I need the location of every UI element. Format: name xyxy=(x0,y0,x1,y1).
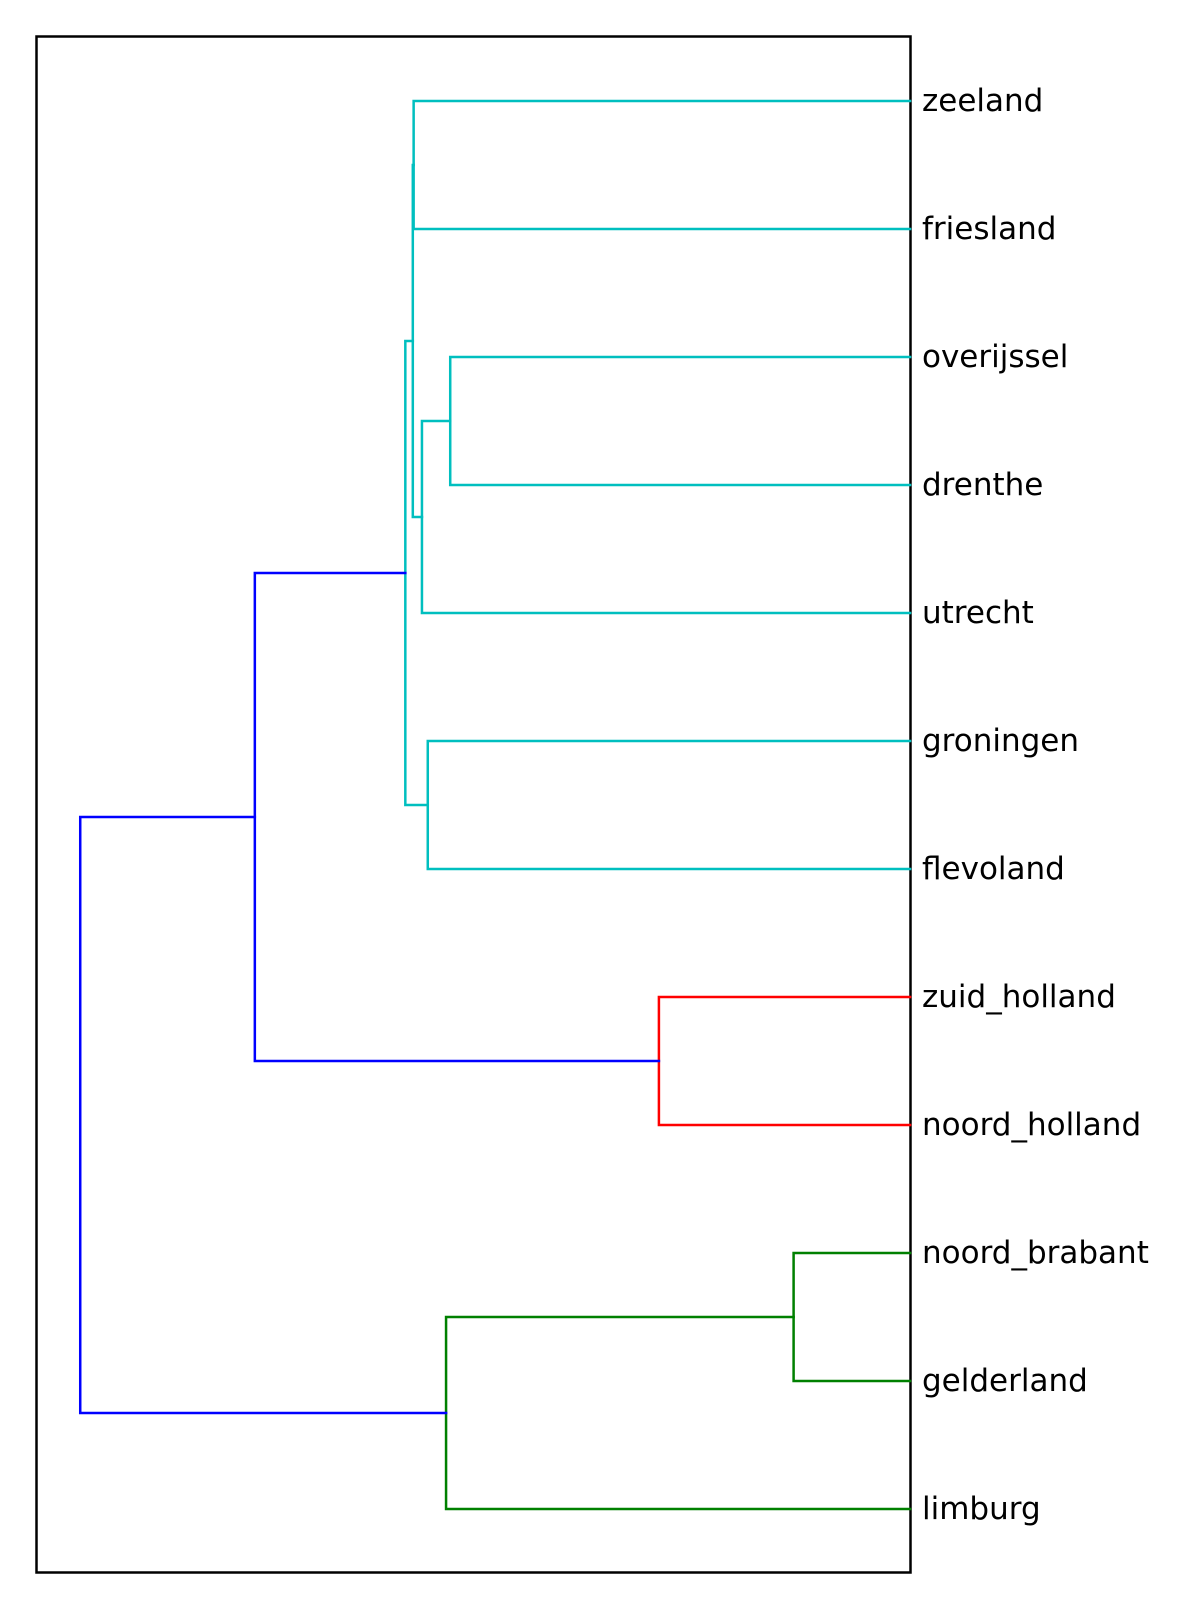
leaf-label-noord-holland: noord_holland xyxy=(922,1107,1141,1143)
plot-frame xyxy=(35,35,912,1574)
merge-link-2 xyxy=(420,419,912,615)
merge-link-5 xyxy=(404,339,430,807)
leaf-label-friesland: friesland xyxy=(922,211,1056,247)
merge-link-0 xyxy=(448,355,912,487)
merge-link-6 xyxy=(657,995,912,1127)
merge-link-9 xyxy=(253,571,661,1063)
merge-link-3 xyxy=(412,99,912,231)
leaf-label-drenthe: drenthe xyxy=(922,467,1043,503)
leaf-label-zeeland: zeeland xyxy=(922,83,1043,119)
dendrogram-links xyxy=(78,99,912,1511)
leaf-label-flevoland: flevoland xyxy=(922,851,1065,887)
leaf-label-overijssel: overijssel xyxy=(922,339,1068,375)
leaf-label-utrecht: utrecht xyxy=(922,595,1034,631)
leaf-label-gelderland: gelderland xyxy=(922,1363,1088,1399)
leaf-label-zuid-holland: zuid_holland xyxy=(922,979,1116,1015)
merge-link-7 xyxy=(792,1251,912,1383)
leaf-label-noord-brabant: noord_brabant xyxy=(922,1235,1149,1271)
leaf-labels: zeeland friesland overijssel drenthe utrecht… xyxy=(922,83,1149,1527)
leaf-label-limburg: limburg xyxy=(922,1491,1041,1527)
merge-link-8 xyxy=(444,1315,912,1511)
merge-link-1 xyxy=(426,739,912,871)
leaf-label-groningen: groningen xyxy=(922,723,1079,759)
merge-link-10 xyxy=(78,815,448,1415)
